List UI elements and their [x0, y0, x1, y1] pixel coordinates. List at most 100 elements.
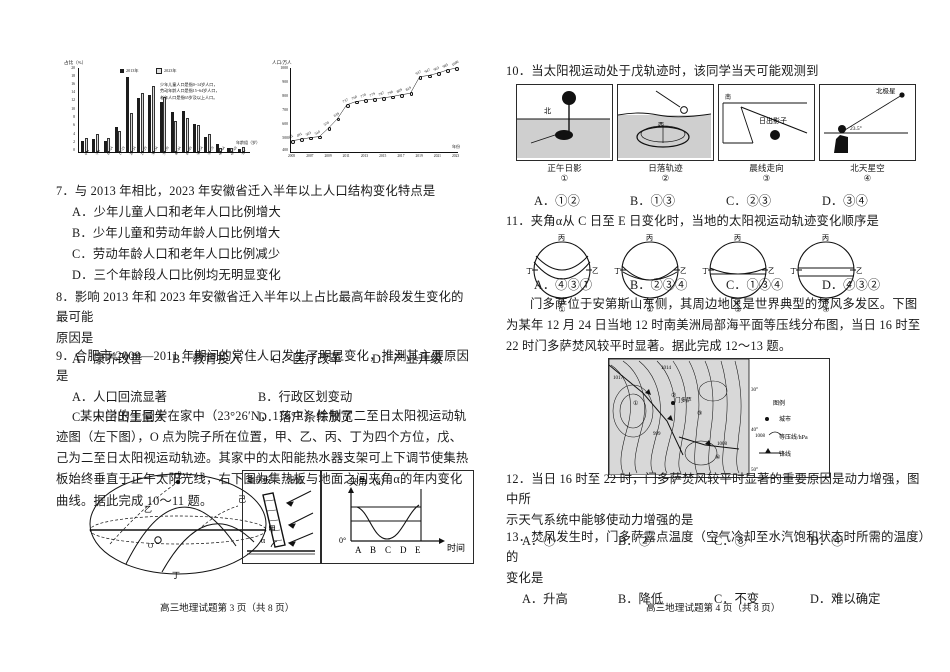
right-column: 10．当太阳视运动处于戊轨迹时，该同学当天可能观测到 北 正午日影 ① [500, 0, 930, 672]
q10-panel-1: 北 正午日影 ① [516, 84, 613, 183]
q9-option-b[interactable]: B．行政区划变动 [258, 389, 353, 404]
bar-legend-2013: 2013年 [120, 68, 139, 74]
q10-option-b[interactable]: B．①③ [630, 194, 676, 208]
svg-text:40°: 40° [751, 428, 758, 433]
bar-2023年-30~34 [152, 85, 156, 152]
q10-panel-1-number: ① [560, 173, 569, 183]
bar-2013年-15~19 [114, 126, 118, 152]
sphere-label-yi: 乙 [144, 505, 152, 514]
q7-option-a[interactable]: A．少年儿童人口和老年人口比例增大 [72, 204, 282, 219]
q7-stem: 7．与 2013 年相比，2023 年安徽省迁入半年以上人口结构变化特点是 [56, 184, 436, 198]
q12-stem-line2: 示天气系统中能够使动力增强的是 [506, 512, 694, 527]
q8-option-c[interactable]: C．医疗改革 [272, 351, 342, 366]
q11-option-d[interactable]: D．④③② [822, 278, 881, 292]
q10-option-d[interactable]: D．③④ [822, 194, 868, 208]
sphere-label-top: 戊 [174, 470, 182, 480]
svg-text:①: ① [633, 400, 638, 407]
bar-xtick: 70~ [240, 149, 247, 156]
left-column: 占比（%） 20 18 16 14 12 10 8 6 4 2 0 2013年 … [46, 0, 476, 672]
angle-graph-zero: 0° [339, 536, 346, 545]
line-point-2007 [309, 136, 314, 141]
line-x-axis-label: 年份 [452, 144, 460, 149]
q11-circle-2-number: ② [646, 305, 654, 314]
q10-panel-2-number: ② [661, 173, 670, 183]
sunlight-label: 阳光 [287, 475, 303, 485]
bar-2013年-40~44 [170, 111, 174, 152]
legend-isobar-value: 1008 [755, 434, 766, 439]
q10-option-a[interactable]: A．①② [534, 194, 580, 208]
solar-heater-diagram: 集热板 阳光 α [242, 470, 322, 564]
q8-option-b[interactable]: B．教育投入 [172, 351, 242, 366]
angle-tick-d: D [400, 545, 407, 555]
question-11: 11．夹角α从 C 日至 E 日变化时，当地的太阳视运动轨迹变化顺序是 [506, 212, 926, 233]
question-13: 13．焚风发生时，门多萨露点温度（空气冷却至水汽饱和状态时所需的温度）的 变化是… [506, 528, 926, 610]
q12-stem-line1: 12．当日 16 时至 22 时，门多萨焚风较平时显著的重要原因是动力增强，图中… [506, 472, 920, 506]
svg-text:乙: 乙 [592, 267, 598, 275]
line-point-2018 [409, 92, 414, 97]
bar-2023年-40~44 [174, 120, 178, 152]
q12-options: A．① B．② C．③ D．④ [506, 532, 926, 552]
q12-option-d[interactable]: D．④ [810, 533, 844, 548]
q7-option-b[interactable]: B．少年儿童和劳动年龄人口比例增大 [72, 225, 281, 240]
q8-stem-line2: 原因是 [56, 330, 94, 345]
q11-option-c[interactable]: C．①③④ [726, 278, 784, 292]
map-city-label: 门多萨 [675, 396, 692, 404]
bar-2013年-5~9 [92, 139, 96, 152]
q10-stem: 10．当太阳视运动处于戊轨迹时，该同学当天可能观测到 [506, 64, 819, 78]
bar-2013年-0~4 [81, 141, 85, 152]
q7-option-c[interactable]: C．劳动年龄人口和老年人口比例减少 [72, 246, 281, 261]
isobar-map-figure: 门多萨 1017 1014 999 1008 ① ② ③ ④ 80° 60° 3… [608, 358, 830, 478]
question-7: 7．与 2013 年相比，2023 年安徽省迁入半年以上人口结构变化特点是 A．… [56, 182, 474, 287]
q11-circle-4-number: ④ [822, 305, 830, 314]
bar-2023年-70~ [241, 147, 245, 152]
q9-stem: 9．合肥市 2009—2011 年期间的常住人口发生了明显变化，推测其主要原因是 [56, 349, 470, 383]
passage-10-11: 某中学的王同学在家中（23°26′N，116°E）绘制了二至日太阳视运动轨迹图（… [56, 409, 469, 508]
bar-chart-note: 少年儿童人口是指0~14岁人口， 劳动年龄人口是指15~64岁人口， 老年人口是… [160, 82, 220, 100]
q11-option-b[interactable]: B．②③④ [630, 278, 688, 292]
q9-option-c[interactable]: C．人口出生量大 [72, 409, 167, 424]
svg-text:1008: 1008 [717, 442, 728, 447]
q10-option-c[interactable]: C．②③ [726, 194, 772, 208]
bar-2013年-70~ [238, 148, 242, 152]
line-point-2009 [327, 127, 332, 132]
line-chart-svg [291, 67, 457, 141]
q11-option-a[interactable]: A．④③① [534, 278, 593, 292]
q13-option-c[interactable]: C．不变 [714, 591, 760, 606]
q13-option-d[interactable]: D．难以确定 [810, 591, 881, 606]
q9-option-d[interactable]: D．落户条件放宽 [258, 409, 353, 424]
q10-figure-panels: 北 正午日影 ① 西 日落轨迹 ② [516, 84, 916, 183]
q13-option-b[interactable]: B．降低 [618, 591, 664, 606]
line-xtick: 2011 [342, 154, 350, 158]
bar-2013年-25~29 [137, 98, 141, 152]
bar-2013年-60~64 [215, 143, 219, 152]
angle-graph-xlabel: 时间 [447, 542, 465, 553]
q8-option-d[interactable]: D．产业升级 [372, 351, 443, 366]
q8-stem-line1: 8．影响 2013 年和 2023 年安徽省迁入半年以上占比最高年龄段发生变化的… [56, 290, 464, 324]
svg-text:丁: 丁 [614, 267, 621, 275]
line-y-axis-label: 人口/万人 [272, 60, 292, 65]
q9-option-a[interactable]: A．人口回流显著 [72, 389, 167, 404]
svg-text:1014: 1014 [661, 366, 672, 371]
line-point-2010 [336, 117, 341, 122]
question-10: 10．当太阳视运动处于戊轨迹时，该同学当天可能观测到 [506, 62, 926, 83]
line-point-2019 [418, 75, 423, 80]
q10-panel-3-number: ③ [762, 173, 771, 183]
q12-option-c[interactable]: C．③ [714, 533, 747, 548]
q13-option-a[interactable]: A．升高 [522, 591, 568, 606]
svg-text:丁: 丁 [526, 267, 533, 275]
question-12: 12．当日 16 时至 22 时，门多萨焚风较平时显著的重要原因是动力增强，图中… [506, 470, 926, 552]
q12-option-a[interactable]: A．① [522, 533, 556, 548]
q12-option-b[interactable]: B．② [618, 533, 651, 548]
svg-text:②: ② [671, 392, 676, 399]
line-point-2005 [291, 139, 295, 144]
q8-option-a[interactable]: A．康养改善 [72, 351, 143, 366]
q10-panel-4-number: ④ [863, 173, 872, 183]
footer-right: 高三地理试题第 4 页（共 8 页） [646, 603, 781, 614]
angle-tick-c: C [385, 545, 391, 555]
line-point-2012 [354, 100, 359, 105]
line-xtick: 2019 [415, 154, 423, 158]
q7-option-d[interactable]: D．三个年龄段人口比例均无明显变化 [72, 267, 282, 282]
line-point-2017 [400, 93, 405, 98]
bar-2023年-20~24 [129, 112, 133, 152]
